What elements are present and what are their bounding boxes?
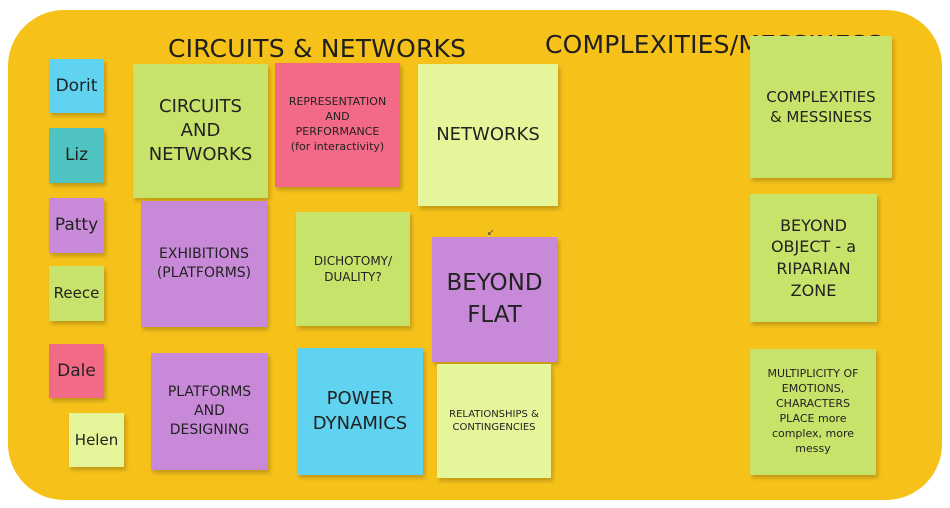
sticky-circuits-and-networks[interactable]: CIRCUITS AND NETWORKS bbox=[133, 64, 268, 198]
sticky-text: RELATIONSHIPS & CONTINGENCIES bbox=[449, 408, 539, 434]
sticky-dichotomy-duality[interactable]: DICHOTOMY/ DUALITY? bbox=[296, 212, 410, 326]
name-label: Liz bbox=[64, 145, 89, 166]
name-label: Dale bbox=[57, 360, 96, 381]
sticky-text: REPRESENTATION AND PERFORMANCE (for inte… bbox=[288, 95, 387, 153]
sticky-text: BEYOND OBJECT - a RIPARIAN ZONE bbox=[770, 215, 857, 300]
sticky-exhibitions-platforms[interactable]: EXHIBITIONS (PLATFORMS) bbox=[141, 201, 267, 327]
section-heading-circuits-networks: CIRCUITS & NETWORKS bbox=[168, 34, 467, 63]
sticky-text: NETWORKS bbox=[436, 123, 540, 145]
sticky-platforms-and-designing[interactable]: PLATFORMS AND DESIGNING bbox=[151, 353, 268, 470]
name-sticky-helen[interactable]: Helen bbox=[69, 413, 124, 467]
name-sticky-reece[interactable]: Reece bbox=[49, 266, 104, 321]
pointer-cursor-icon: ↙ bbox=[487, 228, 495, 238]
sticky-text: POWER DYNAMICS bbox=[312, 388, 408, 434]
name-sticky-dale[interactable]: Dale bbox=[49, 344, 104, 398]
sticky-text: PLATFORMS AND DESIGNING bbox=[167, 384, 252, 438]
sticky-text: COMPLEXITIES & MESSINESS bbox=[766, 87, 876, 126]
name-label: Patty bbox=[54, 215, 99, 236]
sticky-text: BEYOND FLAT bbox=[446, 270, 543, 328]
sticky-text: CIRCUITS AND NETWORKS bbox=[148, 95, 253, 166]
name-sticky-patty[interactable]: Patty bbox=[49, 198, 104, 253]
sticky-text: EXHIBITIONS (PLATFORMS) bbox=[156, 246, 252, 281]
name-sticky-liz[interactable]: Liz bbox=[49, 128, 104, 183]
sticky-networks[interactable]: NETWORKS bbox=[418, 64, 558, 206]
sticky-beyond-object-riparian[interactable]: BEYOND OBJECT - a RIPARIAN ZONE bbox=[750, 194, 877, 322]
name-sticky-dorit[interactable]: Dorit bbox=[49, 59, 104, 113]
sticky-relationships-contingencies[interactable]: RELATIONSHIPS & CONTINGENCIES bbox=[437, 364, 551, 478]
sticky-text: DICHOTOMY/ DUALITY? bbox=[313, 253, 393, 284]
name-label: Reece bbox=[53, 284, 100, 303]
sticky-complexities-messiness[interactable]: COMPLEXITIES & MESSINESS bbox=[750, 36, 892, 178]
sticky-multiplicity-emotions[interactable]: MULTIPLICITY OF EMOTIONS, CHARACTERS PLA… bbox=[750, 349, 876, 475]
sticky-power-dynamics[interactable]: POWER DYNAMICS bbox=[297, 348, 423, 475]
name-label: Helen bbox=[74, 430, 119, 449]
name-label: Dorit bbox=[55, 75, 98, 96]
sticky-text: MULTIPLICITY OF EMOTIONS, CHARACTERS PLA… bbox=[767, 367, 859, 455]
sticky-beyond-flat[interactable]: BEYOND FLAT bbox=[432, 237, 557, 362]
sticky-representation-performance[interactable]: REPRESENTATION AND PERFORMANCE (for inte… bbox=[275, 63, 400, 187]
